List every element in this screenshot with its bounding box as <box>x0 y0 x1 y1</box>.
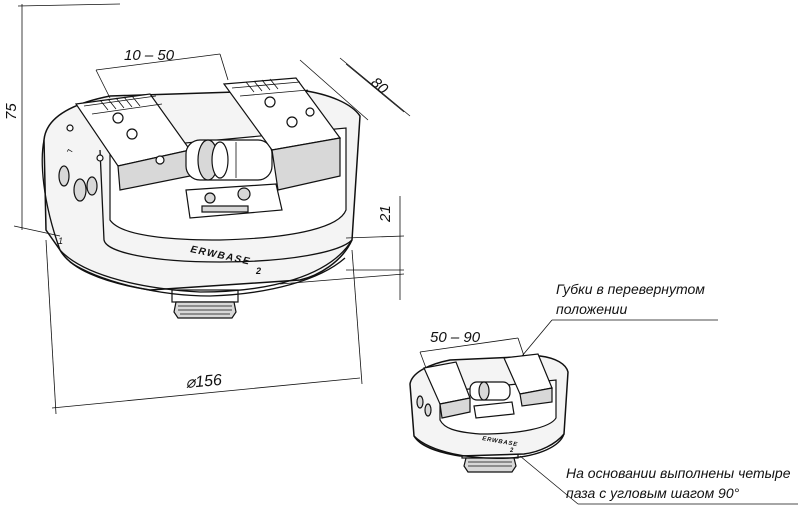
inverted-dimensions: 50 – 90 <box>419 329 525 369</box>
dim-jaw-range-main: 10 – 50 <box>124 47 175 64</box>
mark-2-small: 2 <box>509 448 514 454</box>
main-center-block <box>185 183 283 219</box>
main-vise: ⌐ <box>41 77 361 319</box>
dim-depth: 80 <box>367 74 391 98</box>
note-base-slots: На основании выполнены четыре паза с угл… <box>519 455 798 505</box>
dim-height: 75 <box>3 103 20 120</box>
mark-1: 1 <box>58 236 63 246</box>
note-inverted-jaws-line2: положении <box>556 301 627 317</box>
main-right-jaw <box>222 77 342 191</box>
main-screw <box>185 139 273 181</box>
dim-jaw-height: 21 <box>377 205 394 223</box>
note-base-slots-line1: На основании выполнены четыре <box>566 465 791 481</box>
dim-jaw-range-inverted: 50 – 90 <box>430 329 481 346</box>
svg-text:⌐: ⌐ <box>65 145 76 158</box>
note-inverted-jaws: Губки в перевернутом положении <box>521 281 718 357</box>
main-spigot <box>171 289 239 319</box>
note-inverted-jaws-line1: Губки в перевернутом <box>556 281 705 297</box>
mark-2: 2 <box>255 266 261 276</box>
inverted-vise: ERWBASE 2 <box>409 353 569 473</box>
dim-diameter: ⌀156 <box>185 372 223 392</box>
note-base-slots-line2: паза с угловым шагом 90° <box>566 485 740 501</box>
